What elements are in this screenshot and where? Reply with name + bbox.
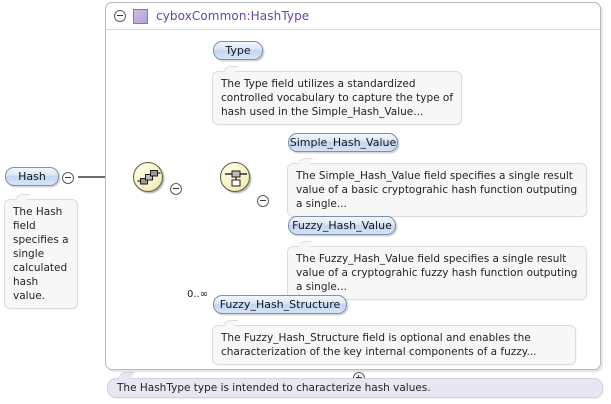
collapse-toggle-hash[interactable] [62, 172, 74, 184]
element-label: Simple_Hash_Value [289, 136, 397, 149]
collapse-toggle-sequence[interactable] [170, 183, 182, 195]
element-label: Hash [18, 170, 46, 183]
annotation-fuzzy-hash-structure: The Fuzzy_Hash_Structure field is option… [212, 325, 576, 365]
element-label: Type [225, 44, 251, 57]
type-header: cyboxCommon:HashType [106, 3, 600, 30]
element-node-type[interactable]: Type [213, 41, 263, 60]
choice-compositor-icon[interactable] [220, 162, 250, 192]
element-node-fuzzy-hash-value[interactable]: Fuzzy_Hash_Value [288, 216, 396, 235]
element-label: Fuzzy_Hash_Value [292, 219, 392, 232]
sequence-compositor-icon[interactable] [133, 162, 163, 192]
element-label: Fuzzy_Hash_Structure [219, 298, 341, 311]
annotation-hash: The Hash field specifies a single calcul… [4, 199, 78, 309]
annotation-simple-hash-value: The Simple_Hash_Value field specifies a … [287, 163, 587, 217]
cardinality-fuzzy-hash-structure: 0..∞ [187, 289, 209, 300]
type-documentation-footer: The HashType type is intended to charact… [107, 378, 603, 398]
annotation-fuzzy-hash-value: The Fuzzy_Hash_Value field specifies a s… [287, 246, 587, 300]
collapse-toggle-hashtype[interactable] [114, 10, 126, 22]
element-node-fuzzy-hash-structure[interactable]: Fuzzy_Hash_Structure [213, 295, 347, 314]
complex-type-icon [133, 8, 148, 24]
element-node-hash[interactable]: Hash [5, 167, 59, 186]
collapse-toggle-choice[interactable] [257, 195, 269, 207]
annotation-type: The Type field utilizes a standardized c… [212, 71, 462, 125]
type-title: cyboxCommon:HashType [156, 9, 310, 23]
element-node-simple-hash-value[interactable]: Simple_Hash_Value [288, 133, 398, 152]
